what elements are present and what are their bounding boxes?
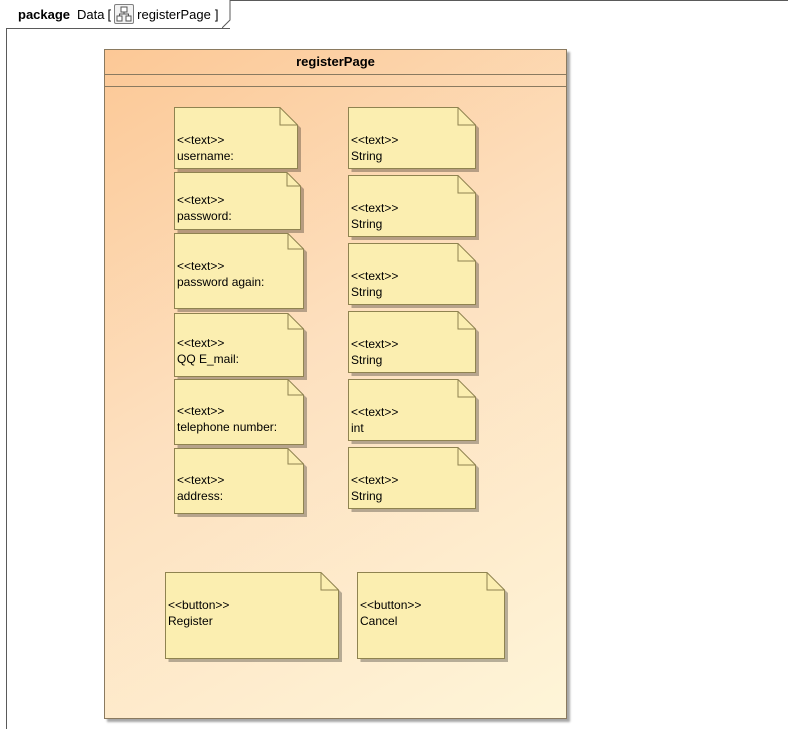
note-field-0[interactable]: <<text>> String: [348, 107, 479, 172]
note-text: <<button>> Register: [168, 597, 229, 629]
note-field-1[interactable]: <<text>> String: [348, 175, 479, 240]
element-name: Register: [168, 614, 213, 628]
note-label-1[interactable]: <<text>> password:: [174, 172, 304, 233]
note-label-0[interactable]: <<text>> username:: [174, 107, 301, 172]
note-shape: [174, 172, 304, 233]
note-shape: [174, 379, 307, 448]
stereotype-label: <<text>>: [351, 337, 399, 351]
note-text: <<text>> address:: [177, 472, 224, 504]
element-name: int: [351, 421, 364, 435]
note-shape: [348, 175, 479, 240]
diagram-name: registerPage: [137, 6, 211, 22]
note-text: <<text>> String: [351, 472, 398, 504]
note-text: <<text>> String: [351, 200, 398, 232]
frame-tab-corner: [222, 0, 231, 29]
stereotype-label: <<button>>: [168, 598, 230, 612]
note-shape: [174, 448, 307, 517]
stereotype-label: <<text>>: [177, 473, 225, 487]
bracket-close: ]: [214, 6, 219, 22]
note-label-5[interactable]: <<text>> address:: [174, 448, 307, 517]
note-text: <<text>> QQ E_mail:: [177, 335, 239, 367]
compartment-divider: [105, 86, 566, 87]
note-field-2[interactable]: <<text>> String: [348, 243, 479, 308]
note-shape: [174, 313, 307, 380]
class-name: registerPage: [296, 54, 375, 69]
stereotype-label: <<text>>: [177, 193, 225, 207]
note-label-4[interactable]: <<text>> telephone number:: [174, 379, 307, 448]
element-name: password again:: [177, 275, 265, 289]
note-shape: [348, 311, 479, 376]
note-text: <<text>> telephone number:: [177, 403, 277, 435]
note-text: <<text>> String: [351, 268, 398, 300]
element-name: String: [351, 149, 383, 163]
element-name: String: [351, 489, 383, 503]
stereotype-label: <<text>>: [351, 473, 399, 487]
class-diagram-icon: [114, 4, 135, 24]
note-text: <<text>> int: [351, 404, 398, 436]
stereotype-label: <<text>>: [177, 336, 225, 350]
note-field-3[interactable]: <<text>> String: [348, 311, 479, 376]
bracket-open: [: [107, 6, 112, 22]
element-name: username:: [177, 149, 234, 163]
element-name: String: [351, 285, 383, 299]
stereotype-label: <<text>>: [351, 133, 399, 147]
stereotype-label: <<text>>: [177, 404, 225, 418]
element-name: password:: [177, 209, 232, 223]
note-text: <<text>> username:: [177, 132, 234, 164]
note-shape: [348, 107, 479, 172]
stereotype-label: <<button>>: [360, 598, 422, 612]
package-name: Data: [77, 6, 105, 22]
package-keyword: package: [18, 6, 71, 22]
note-text: <<text>> String: [351, 336, 398, 368]
note-field-4[interactable]: <<text>> int: [348, 379, 479, 444]
frame-title: package Data [ registerPage ]: [18, 4, 218, 24]
note-shape: [357, 572, 508, 662]
stereotype-label: <<text>>: [177, 259, 225, 273]
note-label-3[interactable]: <<text>> QQ E_mail:: [174, 313, 307, 380]
element-name: telephone number:: [177, 420, 278, 434]
package-frame: [6, 0, 788, 729]
note-shape: [348, 379, 479, 444]
element-name: QQ E_mail:: [177, 352, 240, 366]
package-frame-tab: package Data [ registerPage ]: [6, 0, 230, 29]
note-shape: [348, 447, 479, 512]
stereotype-label: <<text>>: [351, 269, 399, 283]
note-shape: [174, 233, 307, 312]
note-text: <<text>> password:: [177, 192, 232, 224]
note-text: <<button>> Cancel: [360, 597, 421, 629]
element-name: String: [351, 353, 383, 367]
note-shape: [348, 243, 479, 308]
note-text: <<text>> String: [351, 132, 398, 164]
note-field-5[interactable]: <<text>> String: [348, 447, 479, 512]
compartment-divider: [105, 74, 566, 75]
stereotype-label: <<text>>: [351, 201, 399, 215]
note-label-2[interactable]: <<text>> password again:: [174, 233, 307, 312]
note-shape: [174, 107, 301, 172]
element-name: String: [351, 217, 383, 231]
cancel-button-note[interactable]: <<button>> Cancel: [357, 572, 508, 662]
note-text: <<text>> password again:: [177, 258, 264, 290]
stereotype-label: <<text>>: [351, 405, 399, 419]
element-name: address:: [177, 489, 224, 503]
register-button-note[interactable]: <<button>> Register: [165, 572, 342, 662]
note-shape: [165, 572, 342, 662]
stereotype-label: <<text>>: [177, 133, 225, 147]
element-name: Cancel: [360, 614, 398, 628]
